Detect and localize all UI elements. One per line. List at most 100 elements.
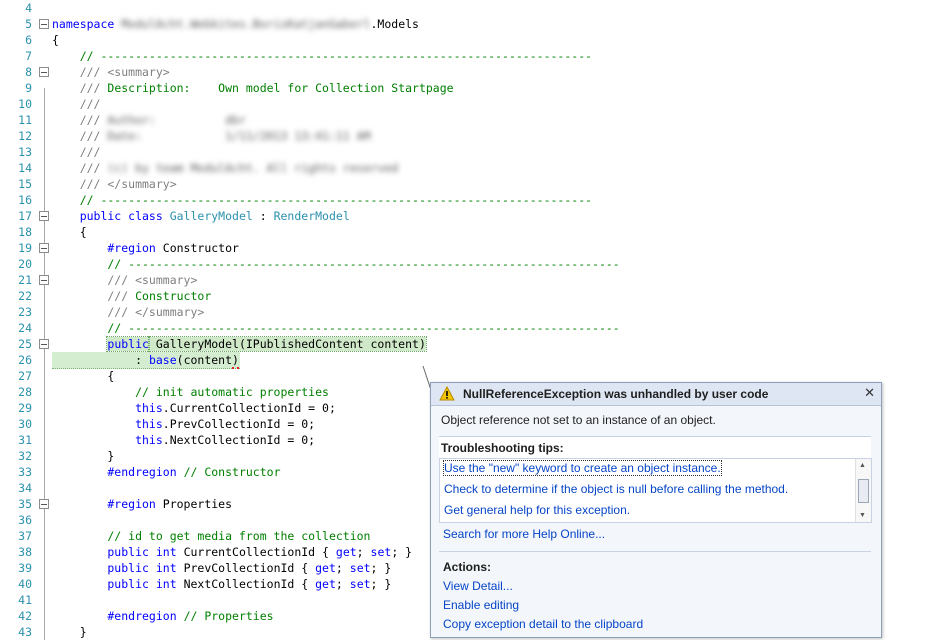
- code-token: {: [52, 225, 87, 239]
- collapse-icon[interactable]: [39, 67, 49, 77]
- collapse-icon[interactable]: [39, 211, 49, 221]
- code-line[interactable]: 13 ///: [0, 144, 936, 160]
- collapse-icon[interactable]: [39, 339, 49, 349]
- code-line[interactable]: 20 // ----------------------------------…: [0, 256, 936, 272]
- line-number: 40: [18, 577, 32, 591]
- code-line[interactable]: 27 {: [0, 368, 936, 384]
- enable-editing-link[interactable]: Enable editing: [443, 598, 520, 612]
- exception-helper-popup[interactable]: NullReferenceException was unhandled by …: [430, 382, 882, 638]
- code-token: // -------------------------------------…: [52, 49, 593, 63]
- code-token: ): [232, 353, 239, 369]
- code-token: public class: [52, 209, 170, 223]
- code-line[interactable]: 7 // -----------------------------------…: [0, 48, 936, 64]
- line-number: 25: [18, 337, 32, 351]
- code-text: /// </summary>: [52, 176, 177, 192]
- code-token: namespace: [52, 17, 122, 31]
- line-number: 38: [18, 545, 32, 559]
- code-text: /// <summary>: [52, 272, 197, 288]
- line-number: 8: [25, 65, 32, 79]
- scrollbar-thumb[interactable]: [858, 479, 869, 503]
- line-number: 22: [18, 289, 32, 303]
- code-token: this: [52, 401, 163, 415]
- code-token: this: [52, 417, 163, 431]
- code-line[interactable]: 14 /// (c) by team ModulAcht. All rights…: [0, 160, 936, 176]
- code-text: ///: [52, 96, 101, 112]
- exception-title: NullReferenceException was unhandled by …: [463, 387, 769, 401]
- code-line[interactable]: 10 ///: [0, 96, 936, 112]
- code-token: base: [148, 353, 177, 367]
- line-number: 10: [18, 97, 32, 111]
- collapse-icon[interactable]: [39, 499, 49, 509]
- code-token: // Constructor: [183, 465, 281, 479]
- code-line[interactable]: 36: [0, 512, 936, 528]
- code-line[interactable]: 35 #region Properties: [0, 496, 936, 512]
- tips-scrollbar[interactable]: ▲ ▼: [855, 459, 871, 522]
- scroll-down-icon[interactable]: ▼: [859, 512, 866, 519]
- code-line[interactable]: 30 this.PrevCollectionId = 0;: [0, 416, 936, 432]
- code-line[interactable]: 29 this.CurrentCollectionId = 0;: [0, 400, 936, 416]
- code-token: ///: [52, 129, 108, 143]
- code-line[interactable]: 22 /// Constructor: [0, 288, 936, 304]
- code-line[interactable]: 43 }: [0, 624, 936, 640]
- code-line[interactable]: 32 }: [0, 448, 936, 464]
- view-detail-link[interactable]: View Detail...: [443, 579, 513, 593]
- code-line[interactable]: 21 /// <summary>: [0, 272, 936, 288]
- code-line[interactable]: 34: [0, 480, 936, 496]
- code-line[interactable]: 25 public GalleryModel(IPublishedContent…: [0, 336, 936, 352]
- line-number: 21: [18, 273, 32, 287]
- tip-link-check-null[interactable]: Check to determine if the object is null…: [444, 482, 789, 496]
- code-text: {: [52, 368, 114, 384]
- code-line[interactable]: 28 // init automatic properties: [0, 384, 936, 400]
- code-line[interactable]: 38 public int CurrentCollectionId { get;…: [0, 544, 936, 560]
- code-token: Properties: [162, 497, 233, 511]
- code-token: }: [52, 625, 87, 639]
- troubleshooting-tips-label: Troubleshooting tips:: [441, 441, 564, 455]
- code-text: public int PrevCollectionId { get; set; …: [52, 560, 391, 576]
- code-line[interactable]: 26 : base(content): [0, 352, 936, 369]
- code-line[interactable]: 16 // ----------------------------------…: [0, 192, 936, 208]
- collapse-icon[interactable]: [39, 19, 49, 29]
- code-line[interactable]: 8 /// <summary>: [0, 64, 936, 80]
- collapse-icon[interactable]: [39, 275, 49, 285]
- collapse-icon[interactable]: [39, 243, 49, 253]
- code-line[interactable]: 23 /// </summary>: [0, 304, 936, 320]
- code-token: .NextCollectionId = 0;: [162, 433, 316, 447]
- copy-exception-detail-link[interactable]: Copy exception detail to the clipboard: [443, 617, 644, 631]
- code-token: /// </summary>: [52, 177, 177, 191]
- code-line[interactable]: 24 // ----------------------------------…: [0, 320, 936, 336]
- close-icon[interactable]: ✕: [864, 385, 875, 400]
- tip-link-general-help[interactable]: Get general help for this exception.: [444, 503, 631, 517]
- code-text: /// </summary>: [52, 304, 204, 320]
- code-token: ///: [52, 289, 136, 303]
- code-line[interactable]: 11 /// Author: dbr: [0, 112, 936, 128]
- troubleshooting-tips-list[interactable]: Use the "new" keyword to create an objec…: [439, 458, 872, 523]
- code-line[interactable]: 18 {: [0, 224, 936, 240]
- search-help-online-link[interactable]: Search for more Help Online...: [443, 527, 606, 541]
- code-token: {: [52, 33, 59, 47]
- line-number: 17: [18, 209, 32, 223]
- code-line[interactable]: 39 public int PrevCollectionId { get; se…: [0, 560, 936, 576]
- code-token: :: [52, 353, 149, 367]
- code-line[interactable]: 12 /// Date: 1/11/2013 13:41:11 AM: [0, 128, 936, 144]
- code-line[interactable]: 19 #region Constructor: [0, 240, 936, 256]
- line-number: 29: [18, 401, 32, 415]
- code-line[interactable]: 6{: [0, 32, 936, 48]
- code-line[interactable]: 42 #endregion // Properties: [0, 608, 936, 624]
- tip-link-new-keyword[interactable]: Use the "new" keyword to create an objec…: [443, 460, 722, 476]
- code-line[interactable]: 4: [0, 0, 936, 16]
- code-text: {: [52, 224, 87, 240]
- code-line[interactable]: 40 public int NextCollectionId { get; se…: [0, 576, 936, 592]
- scroll-up-icon[interactable]: ▲: [859, 462, 866, 469]
- code-line[interactable]: 37 // id to get media from the collectio…: [0, 528, 936, 544]
- code-line[interactable]: 15 /// </summary>: [0, 176, 936, 192]
- code-line[interactable]: 33 #endregion // Constructor: [0, 464, 936, 480]
- code-line[interactable]: 17 public class GalleryModel : RenderMod…: [0, 208, 936, 224]
- code-text: /// Description: Own model for Collectio…: [52, 80, 454, 96]
- code-line[interactable]: 41: [0, 592, 936, 608]
- exception-header: NullReferenceException was unhandled by …: [431, 383, 881, 406]
- code-token: #region: [52, 241, 163, 255]
- code-line[interactable]: 31 this.NextCollectionId = 0;: [0, 432, 936, 448]
- code-line[interactable]: 9 /// Description: Own model for Collect…: [0, 80, 936, 96]
